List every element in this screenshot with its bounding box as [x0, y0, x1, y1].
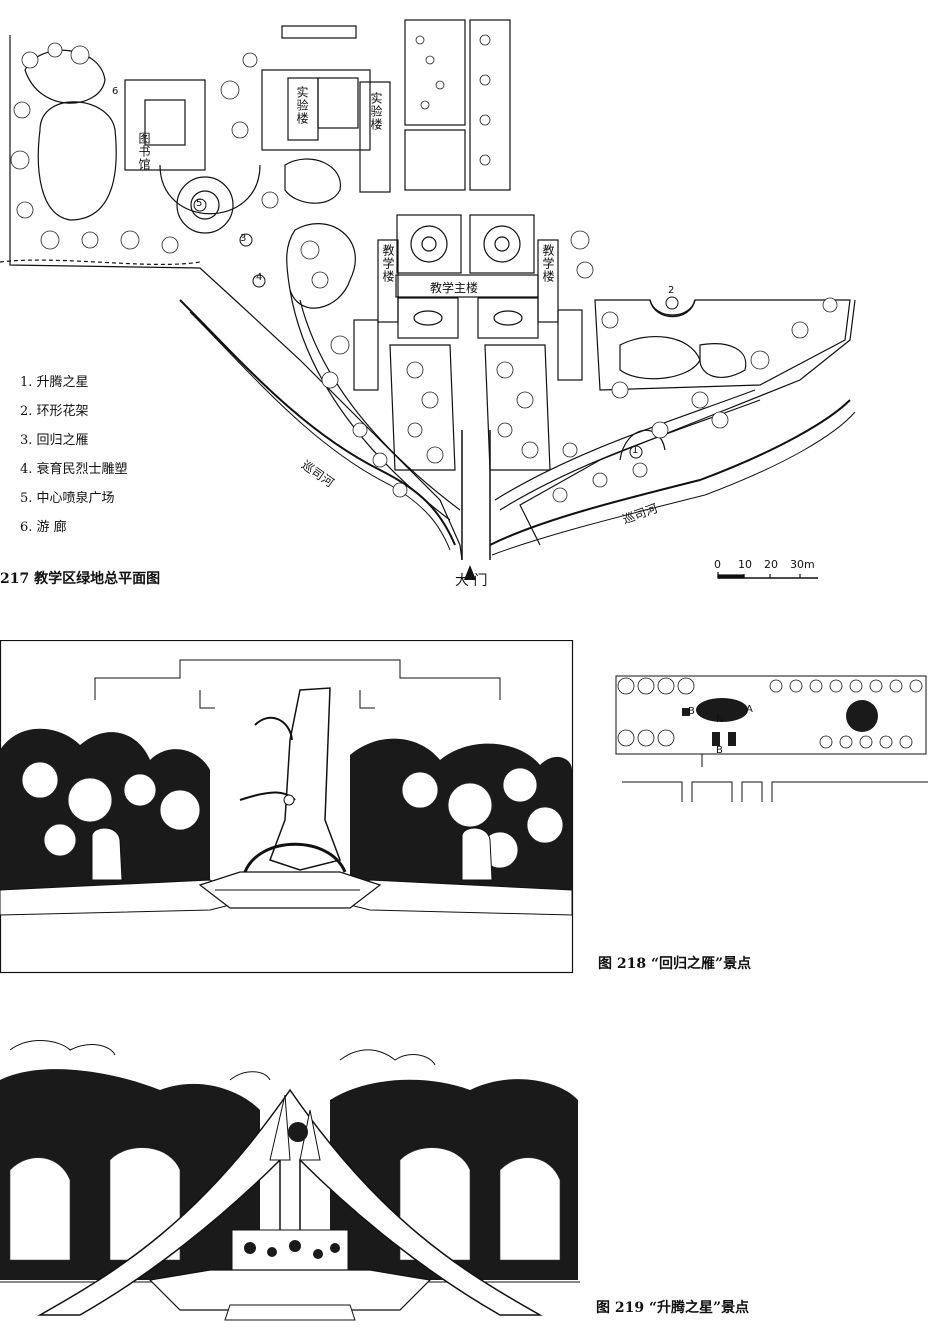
river-left [179, 299, 456, 546]
legend-item: 3. 回归之雁 [20, 433, 89, 448]
plan-label: N [716, 714, 724, 725]
label-gate: 大 门 [455, 573, 488, 589]
main-teaching-building [395, 274, 539, 298]
caption-fig-217: 217 教学区绿地总平面图 [0, 571, 161, 587]
teaching-building-left [377, 239, 399, 323]
geese-sculpture [269, 687, 341, 871]
legend-item: 2. 环形花架 [20, 404, 89, 419]
scale-tick: 10 [738, 558, 752, 571]
label-teaching-left: 教学楼 [381, 244, 395, 283]
library-building [124, 79, 206, 171]
label-lab-2: 实验楼 [369, 92, 383, 131]
marker-3: 3 [240, 233, 247, 244]
legend-item: 5. 中心喷泉广场 [20, 491, 115, 506]
star-arch-sculpture [37, 1088, 543, 1316]
right-boundary [519, 299, 856, 546]
marker-4: 4 [256, 272, 263, 283]
label-lab-1: 实验楼 [295, 86, 309, 125]
river-left-bank [189, 311, 451, 551]
label-main-teaching: 教学主楼 [430, 281, 479, 295]
legend-item: 4. 衰育民烈士雕塑 [20, 462, 128, 477]
elevation-219-drawing [0, 1040, 580, 1339]
legend-item: 1. 升腾之星 [20, 375, 89, 390]
legend-item: 6. 游 廊 [20, 520, 67, 535]
legend: 1. 升腾之星 2. 环形花架 3. 回归之雁 4. 衰育民烈士雕塑 5. 中心… [20, 368, 128, 542]
marker-2: 2 [668, 285, 675, 296]
scale-tick: 30m [790, 558, 815, 571]
caption-fig-219: 图 219 “升腾之星”景点 [596, 1300, 750, 1316]
label-teaching-right: 教学楼 [541, 244, 555, 283]
marker-1: 1 [632, 445, 639, 456]
plan-label: B [716, 745, 723, 756]
marker-5: 5 [196, 198, 203, 209]
plan-label: B [688, 706, 695, 717]
top-building [281, 25, 357, 39]
scale-tick: 20 [764, 558, 778, 571]
marker-6: 6 [112, 86, 119, 97]
elevation-218-drawing [0, 640, 574, 974]
plan-label: A [746, 704, 753, 715]
gate-arrow-icon [464, 565, 476, 580]
lab-building-2 [359, 81, 391, 193]
plan-218-drawing [615, 675, 928, 802]
scale-tick: 0 [714, 558, 721, 571]
curved-road-left [299, 299, 461, 511]
left-boundary [9, 35, 463, 561]
caption-fig-218: 图 218 “回归之雁”景点 [598, 956, 752, 972]
river-right-bank [491, 411, 856, 556]
river-right [489, 399, 851, 546]
label-library: 图书馆 [137, 132, 151, 171]
river-top [0, 259, 201, 265]
site-plan-drawing [0, 19, 856, 580]
